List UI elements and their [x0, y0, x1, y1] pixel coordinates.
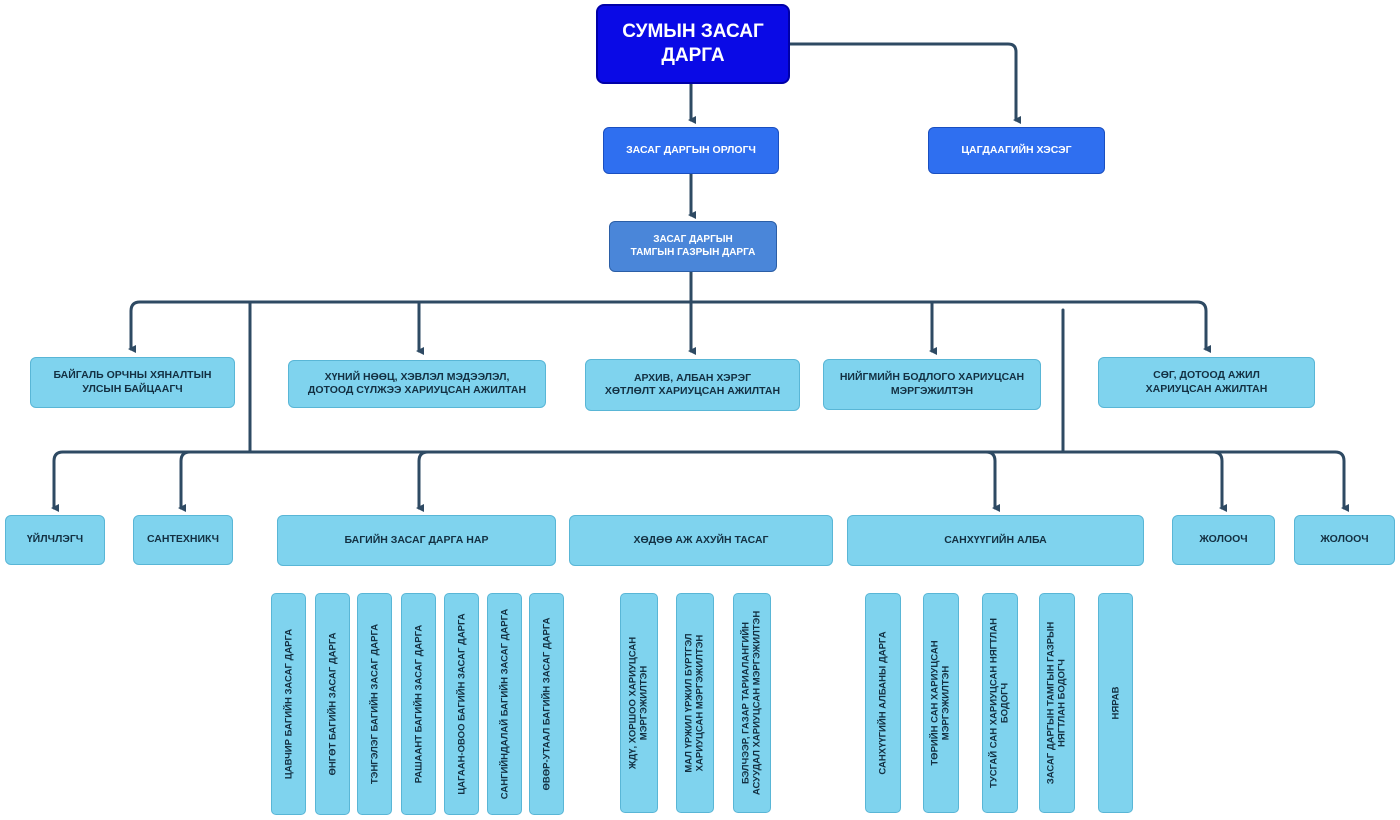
finance-staff-box: ЗАСАГ ДАРГЫН ТАМГЫН ГАЗРЫН НЯГТЛАН БОДОГ… — [1039, 593, 1075, 813]
agri-staff-box: МАЛ ҮРЖИЛ ҮРЖИЛ БҮРТГЭЛ ХАРИУЦСАН МЭРГЭЖ… — [676, 593, 714, 813]
social-policy-box: НИЙГМИЙН БОДЛОГО ХАРИУЦСАН МЭРГЭЖИЛТЭН — [823, 359, 1041, 410]
driver-box-2: ЖОЛООЧ — [1294, 515, 1395, 565]
bag-head-box: ТЭНГЭЛЭГ БАГИЙН ЗАСАГ ДАРГА — [357, 593, 392, 815]
finance-staff-box: ТУСГАЙ САН ХАРИУЦСАН НЯГТЛАН БОДОГЧ — [982, 593, 1018, 813]
finance-staff-box: ТӨРИЙН САН ХАРИУЦСАН МЭРГЭЖИЛТЭН — [923, 593, 959, 813]
chief-box: ЗАСАГ ДАРГЫН ТАМГЫН ГАЗРЫН ДАРГА — [609, 221, 777, 272]
hr-media-box: ХҮНИЙ НӨӨЦ, ХЭВЛЭЛ МЭДЭЭЛЭЛ, ДОТООД СҮЛЖ… — [288, 360, 546, 408]
deputy-box: ЗАСАГ ДАРГЫН ОРЛОГЧ — [603, 127, 779, 174]
finance-staff-box: САНХҮҮГИЙН АЛБАНЫ ДАРГА — [865, 593, 901, 813]
internal-affairs-box: СӨГ, ДОТООД АЖИЛ ХАРИУЦСАН АЖИЛТАН — [1098, 357, 1315, 408]
archive-box: АРХИВ, АЛБАН ХЭРЭГ ХӨТЛӨЛТ ХАРИУЦСАН АЖИ… — [585, 359, 800, 411]
bag-heads-box: БАГИЙН ЗАСАГ ДАРГА НАР — [277, 515, 556, 566]
bag-head-box: ӨВӨР-УТААЛ БАГИЙН ЗАСАГ ДАРГА — [529, 593, 564, 815]
finance-staff-box: НЯРАВ — [1098, 593, 1133, 813]
bag-head-box: РАШААНТ БАГИЙН ЗАСАГ ДАРГА — [401, 593, 436, 815]
env-inspector-box: БАЙГАЛЬ ОРЧНЫ ХЯНАЛТЫН УЛСЫН БАЙЦААГЧ — [30, 357, 235, 408]
agri-staff-box: БЭЛЧЭЭР, ГАЗАР ТАРИАЛАНГИЙН АСУУДАЛ ХАРИ… — [733, 593, 771, 813]
bag-head-box: ӨНГӨТ БАГИЙН ЗАСАГ ДАРГА — [315, 593, 350, 815]
bag-head-box: САНГИЙНДАЛАЙ БАГИЙН ЗАСАГ ДАРГА — [487, 593, 522, 815]
agri-staff-box: ЖДҮ, ХОРШОО ХАРИУЦСАН МЭРГЭЖИЛТЭН — [620, 593, 658, 813]
bag-head-box: ЦАВЧИР БАГИЙН ЗАСАГ ДАРГА — [271, 593, 306, 815]
head-box: СУМЫН ЗАСАГ ДАРГА — [596, 4, 790, 84]
bag-head-box: ЦАГААН-ОВОО БАГИЙН ЗАСАГ ДАРГА — [444, 593, 479, 815]
agriculture-box: ХӨДӨӨ АЖ АХУЙН ТАСАГ — [569, 515, 833, 566]
finance-box: САНХҮҮГИЙН АЛБА — [847, 515, 1144, 566]
plumber-box: САНТЕХНИКЧ — [133, 515, 233, 565]
cleaner-box: ҮЙЛЧЛЭГЧ — [5, 515, 105, 565]
driver-box-1: ЖОЛООЧ — [1172, 515, 1275, 565]
police-box: ЦАГДААГИЙН ХЭСЭГ — [928, 127, 1105, 174]
